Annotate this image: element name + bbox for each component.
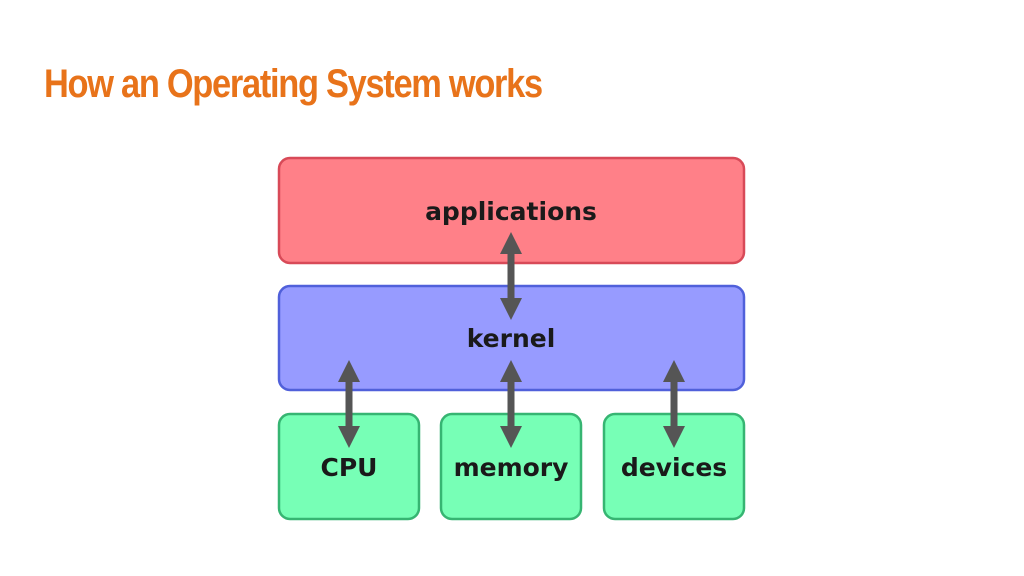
slide-title: How an Operating System works bbox=[44, 62, 543, 106]
applications-kernel-arrow bbox=[500, 232, 522, 320]
applications-label: applications bbox=[425, 197, 597, 226]
kernel-devices-arrow bbox=[663, 360, 685, 448]
kernel-label: kernel bbox=[467, 324, 556, 353]
devices-label: devices bbox=[621, 453, 727, 482]
cpu-label: CPU bbox=[321, 453, 378, 482]
kernel-cpu-arrow bbox=[338, 360, 360, 448]
kernel-memory-arrow bbox=[500, 360, 522, 448]
memory-label: memory bbox=[454, 453, 569, 482]
